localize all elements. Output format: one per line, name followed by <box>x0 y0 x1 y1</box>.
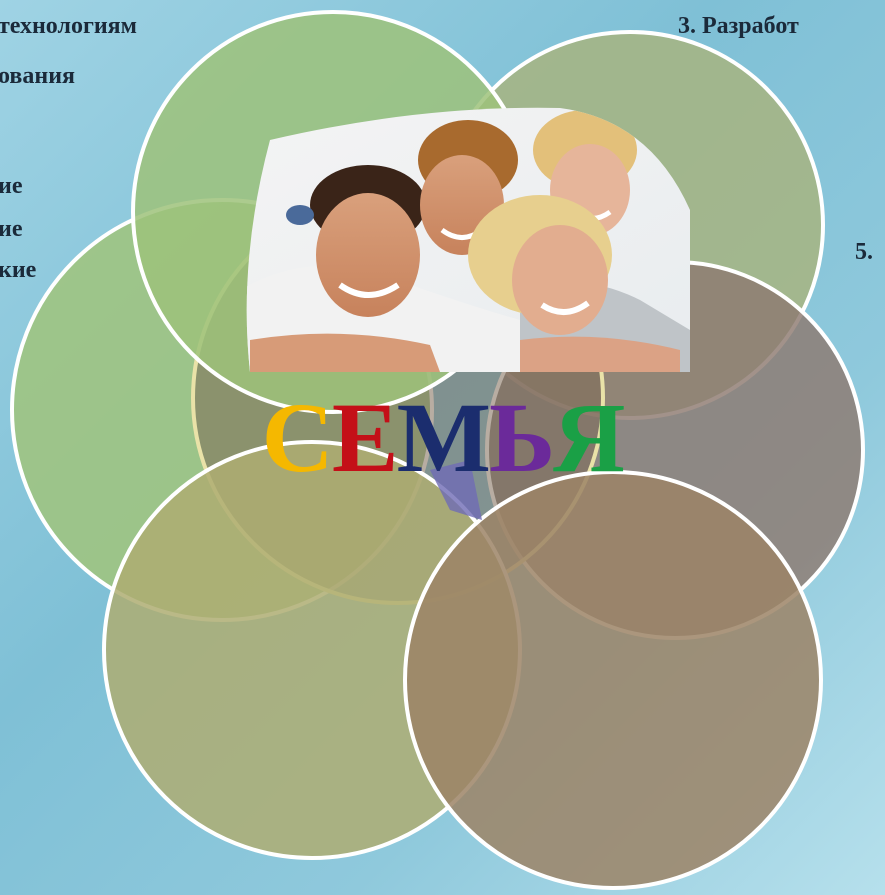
center-word: СЕМЬЯ <box>0 388 885 488</box>
label-development: 3. Разработ <box>678 13 799 39</box>
center-word-letter-5: Я <box>553 382 625 493</box>
center-word-letter-4: Ь <box>488 382 555 493</box>
label-item-5: 5. <box>855 239 873 265</box>
label-education: ования <box>0 63 76 89</box>
family-photo <box>246 107 690 372</box>
label-technologies: технологиям <box>0 13 137 39</box>
circle-bottom-right <box>403 470 823 890</box>
label-fragment-2: ие <box>0 216 23 242</box>
center-word-letter-2: Е <box>331 382 399 493</box>
center-word-letter-1: С <box>261 382 334 493</box>
center-word-letter-3: М <box>396 382 491 493</box>
center-diamond <box>430 460 482 520</box>
label-fragment-3: кие <box>0 257 37 283</box>
label-fragment-1: ие <box>0 173 23 199</box>
